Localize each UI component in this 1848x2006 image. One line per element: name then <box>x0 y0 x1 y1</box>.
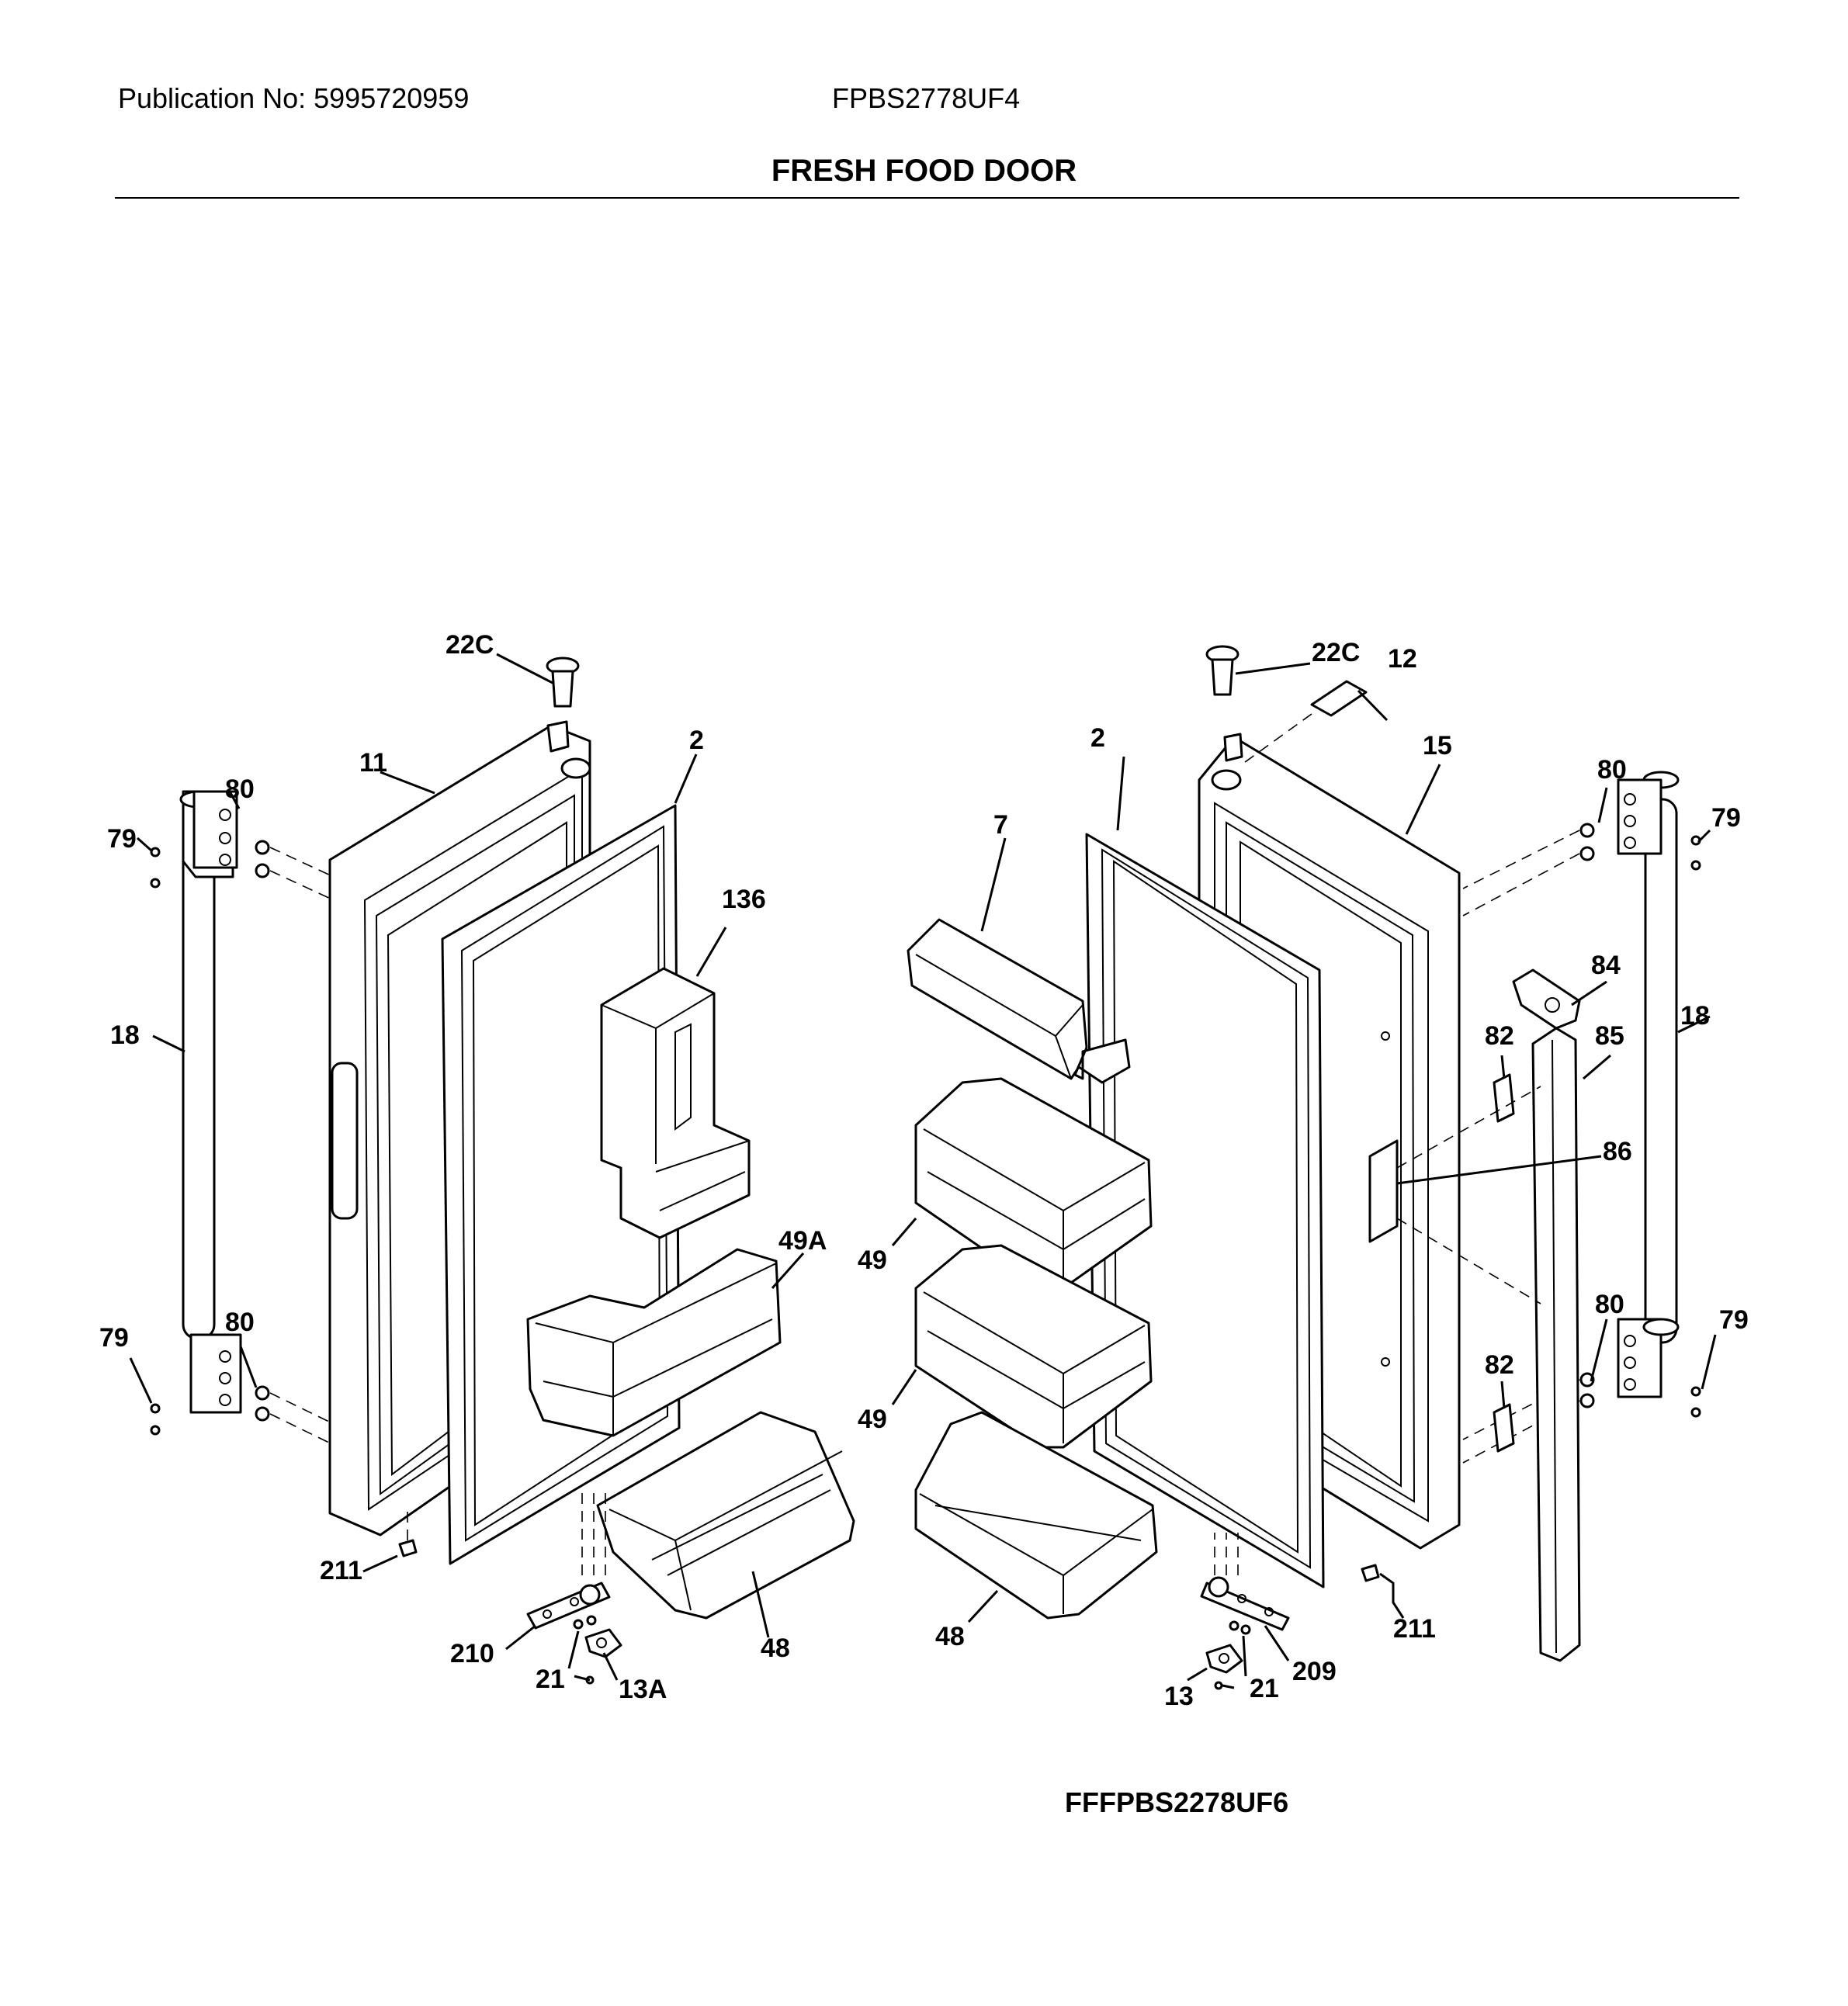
right-door-stop-22c <box>1205 645 1240 696</box>
door-bin-48-right <box>914 1411 1158 1620</box>
callout-211-right: 211 <box>1393 1614 1436 1644</box>
publication-number: Publication No: 5995720959 <box>118 82 470 114</box>
callout-79-bottom-right: 79 <box>1719 1305 1749 1335</box>
callout-86: 86 <box>1603 1137 1632 1166</box>
callout-7: 7 <box>993 810 1008 840</box>
page-title: FRESH FOOD DOOR <box>771 154 1077 188</box>
left-bottom-hinge-210 <box>526 1490 622 1685</box>
dairy-door-7 <box>907 918 1131 1084</box>
right-door-cam-211 <box>1361 1564 1380 1582</box>
callout-49a: 49A <box>778 1226 827 1256</box>
callout-12: 12 <box>1388 644 1417 674</box>
callout-82-top: 82 <box>1485 1021 1514 1051</box>
callout-84: 84 <box>1591 951 1621 980</box>
callout-210: 210 <box>450 1639 494 1668</box>
callout-13a: 13A <box>619 1675 667 1704</box>
left-handle <box>179 790 242 1414</box>
model-number: FPBS2778UF4 <box>832 82 1021 114</box>
callout-79-bottom-left: 79 <box>99 1323 129 1353</box>
callout-2-left: 2 <box>689 726 704 755</box>
callout-209: 209 <box>1292 1657 1337 1686</box>
callout-49-bottom: 49 <box>858 1405 887 1434</box>
right-handle <box>1617 771 1680 1398</box>
label-12 <box>1241 680 1368 765</box>
callout-11: 11 <box>359 748 387 778</box>
footer-code: FFFPBS2278UF6 <box>1065 1786 1289 1818</box>
callout-80-bottom-right: 80 <box>1595 1290 1624 1319</box>
callout-211-left: 211 <box>320 1556 362 1585</box>
callout-13: 13 <box>1164 1682 1194 1711</box>
callout-18-right: 18 <box>1680 1001 1710 1031</box>
callout-22c-left: 22C <box>446 630 494 660</box>
left-door-cam-211 <box>398 1509 418 1557</box>
callout-48-right: 48 <box>935 1622 965 1651</box>
callout-80-top-right: 80 <box>1597 755 1627 785</box>
trim-85 <box>1531 1027 1581 1662</box>
callout-21-right: 21 <box>1250 1674 1279 1703</box>
part-84 <box>1512 968 1581 1030</box>
callout-80-top-left: 80 <box>225 774 255 804</box>
callout-18-left: 18 <box>110 1020 140 1050</box>
callout-136: 136 <box>722 885 766 914</box>
part-86 <box>1396 1086 1541 1304</box>
door-bin-48-left <box>596 1411 855 1620</box>
door-bin-49a <box>526 1248 782 1437</box>
callout-49-top: 49 <box>858 1246 887 1275</box>
ice-bin-136 <box>600 967 751 1239</box>
callout-21-left: 21 <box>536 1665 565 1694</box>
title-divider <box>115 197 1739 199</box>
callout-80-bottom-left: 80 <box>225 1308 255 1337</box>
door-bin-49-top <box>914 1077 1153 1290</box>
callout-48-left: 48 <box>761 1634 790 1663</box>
callout-2-right: 2 <box>1090 723 1105 753</box>
part-82-top <box>1493 1073 1515 1123</box>
left-handle-screws <box>150 840 335 1446</box>
leader-lines <box>129 653 1717 1689</box>
right-bottom-hinge-209 <box>1200 1533 1290 1690</box>
callout-79-top-left: 79 <box>107 824 137 854</box>
callout-82-bottom: 82 <box>1485 1350 1514 1380</box>
left-door-stop-22c <box>546 657 580 708</box>
callout-15: 15 <box>1423 731 1452 760</box>
callout-22c-right: 22C <box>1312 638 1360 667</box>
part-82-bottom <box>1493 1403 1515 1453</box>
callout-79-top-right: 79 <box>1711 803 1741 833</box>
door-bin-49-bottom <box>914 1244 1153 1449</box>
callout-85: 85 <box>1595 1021 1624 1051</box>
